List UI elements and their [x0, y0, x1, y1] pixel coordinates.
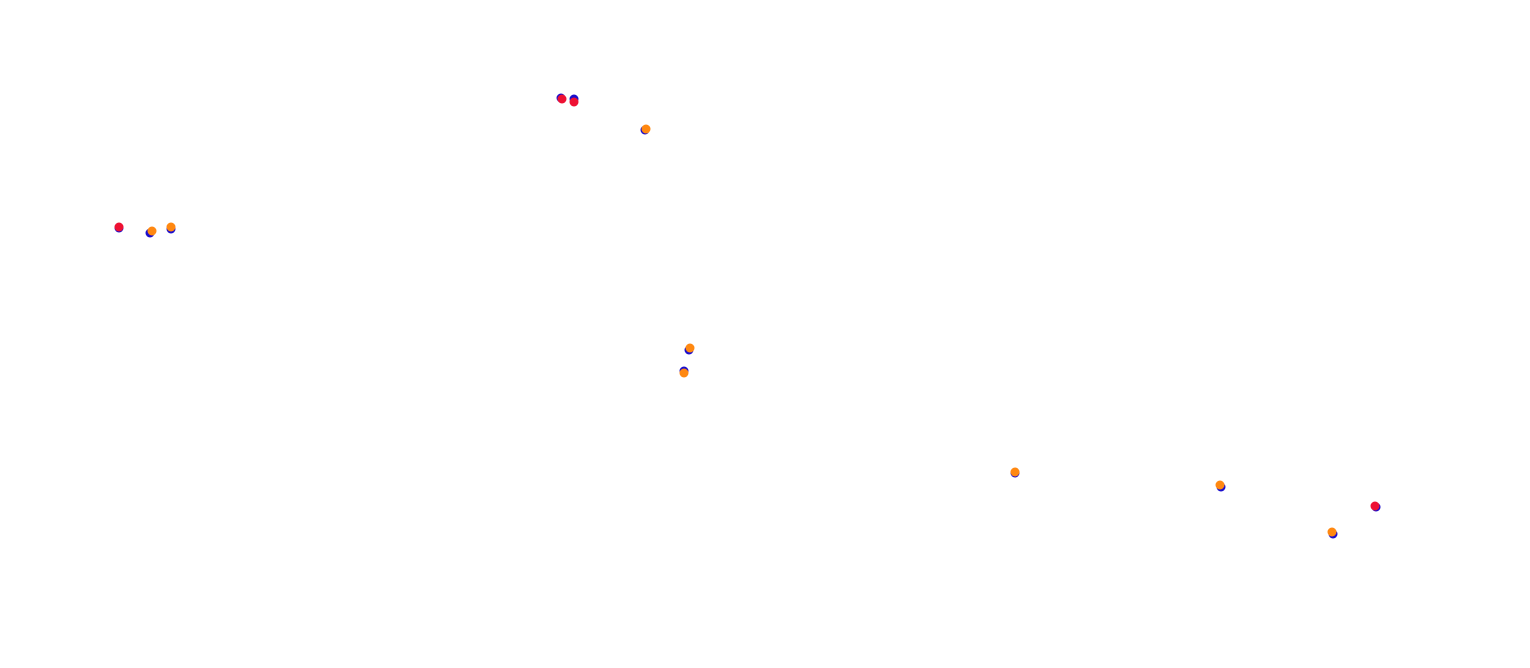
- data-point-1-1: [557, 94, 567, 104]
- series-1: [114, 94, 1380, 511]
- data-point-1-2: [569, 97, 579, 107]
- data-point-1-0: [114, 222, 124, 232]
- data-point-1-3: [1370, 501, 1380, 511]
- data-point-2-7: [1327, 527, 1337, 537]
- data-point-2-4: [679, 368, 689, 378]
- data-point-2-0: [147, 226, 157, 236]
- data-point-2-6: [1215, 480, 1225, 490]
- series-2: [147, 124, 1337, 537]
- data-point-2-1: [166, 222, 176, 232]
- series-0: [114, 93, 1381, 539]
- data-point-2-2: [641, 124, 651, 134]
- data-point-2-5: [1010, 467, 1020, 477]
- data-point-2-3: [685, 343, 695, 353]
